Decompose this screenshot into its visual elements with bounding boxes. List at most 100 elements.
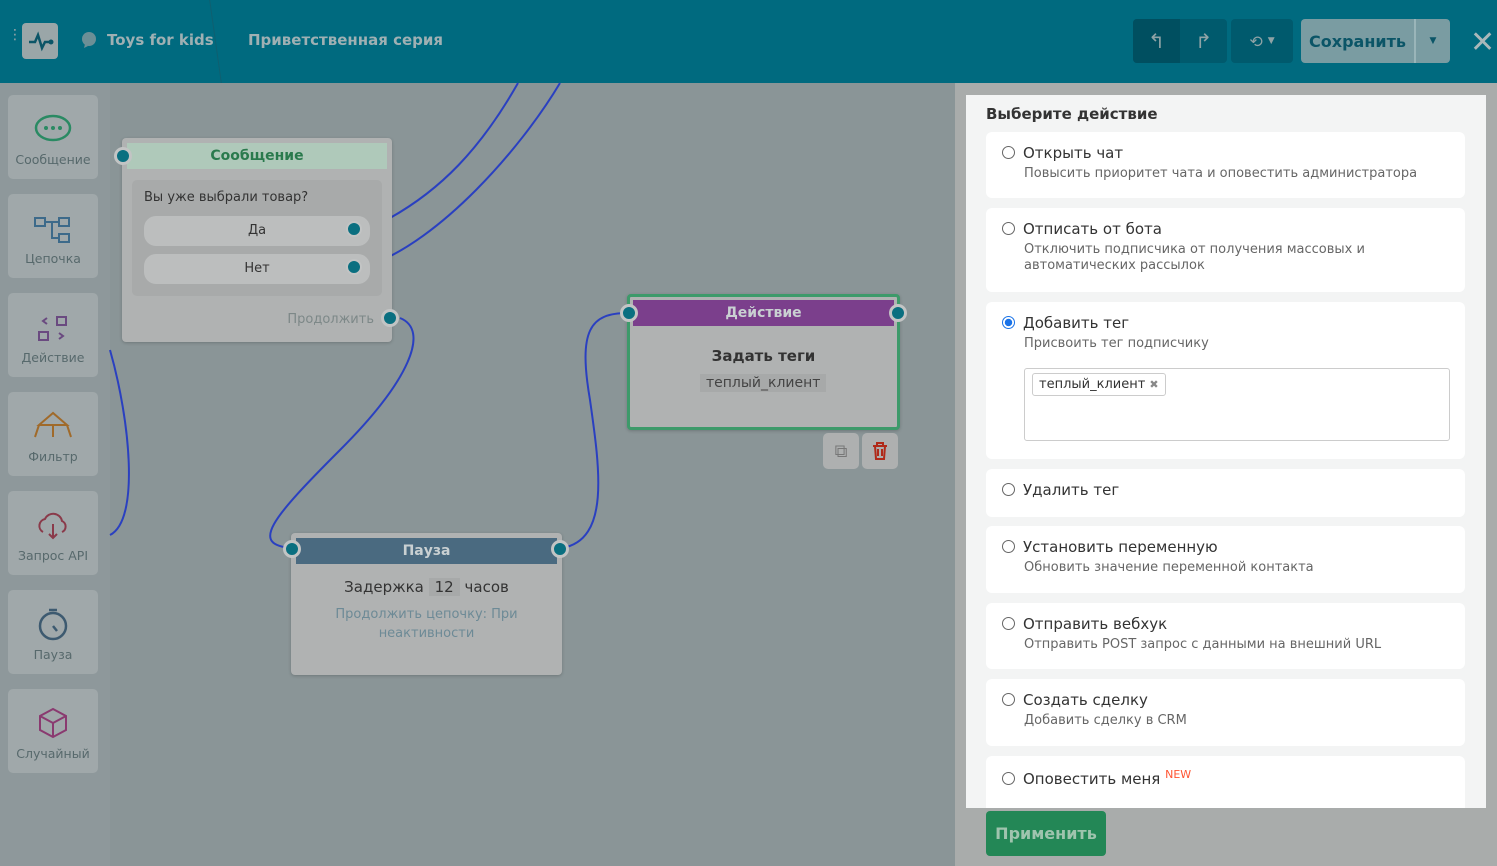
action-subtitle: Задать теги — [711, 347, 816, 365]
sidebar-item-action[interactable]: Действие — [8, 293, 98, 377]
option-label: Установить переменную — [1023, 538, 1218, 556]
option-desc: Отключить подписчика от получения массов… — [1024, 242, 1365, 273]
copy-icon[interactable]: ⧉ — [823, 433, 859, 469]
history-button[interactable]: ⟲▼ — [1231, 19, 1293, 63]
connection-line — [561, 312, 629, 549]
bot-name-link[interactable]: Toys for kids — [107, 31, 214, 49]
sidebar-item-label: Цепочка — [25, 251, 81, 266]
radio[interactable] — [1002, 772, 1015, 785]
close-icon[interactable]: ✕ — [1470, 25, 1496, 60]
radio[interactable] — [1002, 617, 1015, 630]
option-remove-tag[interactable]: Удалить тег — [986, 469, 1465, 517]
option-desc: Повысить приоритет чата и оповестить адм… — [1024, 166, 1418, 181]
sidebar-item-api[interactable]: Запрос API — [8, 491, 98, 575]
tag-chip: теплый_клиент — [700, 374, 827, 392]
output-port-continue[interactable] — [381, 309, 399, 327]
message-text: Вы уже выбрали товар? — [144, 190, 309, 205]
redo-icon[interactable]: ↱ — [1195, 29, 1212, 53]
option-desc: Отправить POST запрос с данными на внешн… — [1024, 637, 1382, 652]
tag-text: теплый_клиент — [1039, 377, 1146, 392]
remove-tag-icon[interactable]: ✖ — [1149, 378, 1159, 391]
sidebar-item-filter[interactable]: Фильтр — [8, 392, 98, 476]
save-button[interactable]: Сохранить — [1301, 19, 1416, 63]
radio[interactable] — [1002, 540, 1015, 553]
sidebar-item-chain[interactable]: Цепочка — [8, 194, 98, 278]
tag-chip: теплый_клиент ✖ — [1032, 373, 1166, 396]
node-title: Пауза — [296, 538, 557, 564]
sidebar-item-label: Запрос API — [17, 548, 89, 563]
sidebar-item-random[interactable]: Случайный — [8, 689, 98, 773]
chevron-down-icon: ▼ — [1267, 36, 1275, 46]
radio[interactable] — [1002, 693, 1015, 706]
connection-line — [369, 82, 561, 266]
connection-line — [109, 349, 130, 536]
filter-icon — [34, 411, 72, 438]
radio[interactable] — [1002, 222, 1015, 235]
undo-icon[interactable]: ↰ — [1133, 19, 1180, 63]
radio-selected[interactable] — [1002, 316, 1015, 329]
trash-icon[interactable] — [862, 433, 898, 469]
undo-redo-group: ↰ ↱ — [1133, 19, 1227, 63]
save-button-group: Сохранить ▼ — [1301, 19, 1450, 63]
option-label: Отписать от бота — [1023, 220, 1162, 238]
output-port[interactable] — [551, 540, 569, 558]
radio[interactable] — [1002, 483, 1015, 496]
panel-title: Выберите действие — [986, 105, 1158, 123]
radio[interactable] — [1002, 146, 1015, 159]
delay-value: 12 — [428, 578, 460, 596]
input-port[interactable] — [114, 147, 132, 165]
connection-line — [389, 82, 519, 219]
node-title: Сообщение — [127, 143, 387, 169]
reply-button-no[interactable]: Нет — [144, 254, 370, 284]
pulse-logo-icon[interactable] — [22, 23, 58, 59]
connection-line — [269, 317, 415, 549]
delay-row: Задержка 12 часов — [291, 578, 562, 596]
option-label: Открыть чат — [1023, 144, 1124, 162]
save-options-chevron-icon[interactable]: ▼ — [1429, 36, 1437, 46]
message-icon — [34, 114, 72, 142]
option-label: Удалить тег — [1023, 481, 1120, 499]
action-node[interactable]: Действие Задать теги теплый_клиент — [627, 294, 900, 430]
chain-icon — [34, 217, 70, 243]
option-label: Создать сделку — [1023, 691, 1148, 709]
option-label: Отправить вебхук — [1023, 615, 1168, 633]
connections — [109, 82, 629, 549]
delay-unit: часов — [464, 578, 509, 596]
option-label: Добавить тег — [1023, 314, 1130, 332]
output-port-yes[interactable] — [346, 221, 362, 237]
flow-name[interactable]: Приветственная серия — [248, 31, 444, 49]
input-port[interactable] — [283, 540, 301, 558]
option-desc: Присвоить тег подписчику — [1024, 336, 1209, 351]
option-desc: Обновить значение переменной контакта — [1024, 560, 1314, 575]
history-icon: ⟲ — [1249, 31, 1263, 51]
new-badge: NEW — [1165, 768, 1192, 781]
tag-input[interactable]: теплый_клиент ✖ — [1024, 368, 1450, 441]
apply-button[interactable]: Применить — [986, 811, 1106, 856]
option-desc: Добавить сделку в CRM — [1024, 713, 1187, 728]
output-port-no[interactable] — [346, 259, 362, 275]
continue-label: Продолжить — [287, 312, 374, 327]
sidebar-item-label: Действие — [21, 350, 85, 365]
option-notify-me[interactable]: Оповестить меня NEW — [986, 756, 1465, 808]
sidebar-item-label: Случайный — [16, 746, 90, 761]
message-node[interactable]: Сообщение Вы уже выбрали товар? Да Нет П… — [122, 138, 392, 342]
reply-button-yes[interactable]: Да — [144, 216, 370, 246]
pause-node[interactable]: Пауза Задержка 12 часов Продолжить цепоч… — [291, 533, 562, 675]
pause-note: Продолжить цепочку: При неактивности — [335, 607, 518, 641]
sidebar-item-label: Пауза — [33, 647, 73, 662]
sidebar-item-message[interactable]: Сообщение — [8, 95, 98, 179]
sidebar-item-label: Сообщение — [15, 152, 91, 167]
viber-icon — [80, 31, 98, 53]
input-port[interactable] — [620, 304, 638, 322]
api-cloud-icon — [38, 512, 67, 540]
sidebar-item-pause[interactable]: Пауза — [8, 590, 98, 674]
delay-label: Задержка — [344, 578, 424, 596]
output-port[interactable] — [889, 304, 907, 322]
